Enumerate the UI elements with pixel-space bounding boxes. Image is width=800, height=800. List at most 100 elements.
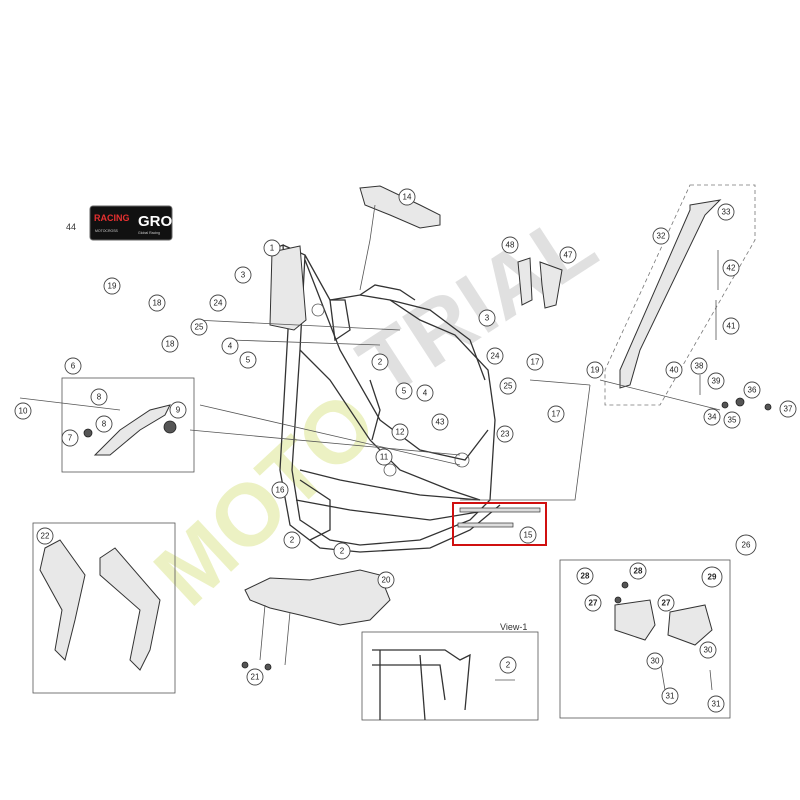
logo-callout-number: 44 xyxy=(66,222,76,232)
view-1-panel: View-1 xyxy=(361,622,539,721)
svg-text:5: 5 xyxy=(402,387,407,396)
callout-34: 34 xyxy=(703,408,721,426)
svg-text:35: 35 xyxy=(728,416,737,425)
callout-15: 15 xyxy=(519,526,537,544)
svg-text:19: 19 xyxy=(108,282,117,291)
callout-28: 28 xyxy=(576,567,594,585)
callout-48: 48 xyxy=(501,236,519,254)
highlight-box xyxy=(452,502,547,546)
callout-5: 5 xyxy=(239,351,257,369)
svg-text:17: 17 xyxy=(531,358,540,367)
svg-text:6: 6 xyxy=(71,362,76,371)
logo-gro-text: GRO xyxy=(138,213,173,230)
svg-text:40: 40 xyxy=(670,366,679,375)
callout-19-2: 19 xyxy=(586,361,604,379)
svg-text:18: 18 xyxy=(153,299,162,308)
svg-text:31: 31 xyxy=(666,692,675,701)
callout-7: 7 xyxy=(61,429,79,447)
lever-assembly-6 xyxy=(19,377,195,473)
callout-2-4: 2 xyxy=(499,656,517,674)
svg-text:7: 7 xyxy=(68,434,73,443)
svg-text:9: 9 xyxy=(176,406,181,415)
svg-text:2: 2 xyxy=(378,358,383,367)
svg-text:26: 26 xyxy=(742,541,751,550)
svg-text:27: 27 xyxy=(589,599,598,608)
svg-text:24: 24 xyxy=(491,352,500,361)
view-1-label: View-1 xyxy=(500,622,527,632)
callout-30-2: 30 xyxy=(699,641,717,659)
svg-text:29: 29 xyxy=(708,573,717,582)
svg-text:2: 2 xyxy=(506,661,511,670)
callout-31: 31 xyxy=(661,687,679,705)
callout-24: 24 xyxy=(209,294,227,312)
callout-16: 16 xyxy=(271,481,289,499)
svg-text:16: 16 xyxy=(276,486,285,495)
frame-guards xyxy=(32,522,176,694)
callout-31-2: 31 xyxy=(707,695,725,713)
callout-40: 40 xyxy=(665,361,683,379)
svg-text:21: 21 xyxy=(251,673,260,682)
svg-text:34: 34 xyxy=(708,413,717,422)
logo-sub-text-right: Global Racing xyxy=(138,231,160,235)
bracket-14 xyxy=(359,185,441,291)
callout-37: 37 xyxy=(779,400,797,418)
bolts xyxy=(189,319,721,528)
svg-text:37: 37 xyxy=(784,405,793,414)
callout-5-2: 5 xyxy=(395,382,413,400)
brand-logo: 44 RACING GRO MOTOCROSS Global Racing xyxy=(66,205,173,241)
callout-2-3: 2 xyxy=(333,542,351,560)
watermark: MOTO TRIAL xyxy=(135,192,612,624)
svg-text:17: 17 xyxy=(552,410,561,419)
watermark-trial: TRIAL xyxy=(341,192,612,416)
callout-8: 8 xyxy=(90,388,108,406)
svg-text:33: 33 xyxy=(722,208,731,217)
svg-text:4: 4 xyxy=(423,389,428,398)
svg-text:47: 47 xyxy=(564,251,573,260)
svg-text:2: 2 xyxy=(340,547,345,556)
svg-text:14: 14 xyxy=(403,193,412,202)
svg-text:19: 19 xyxy=(591,366,600,375)
callout-32: 32 xyxy=(652,227,670,245)
svg-text:4: 4 xyxy=(228,342,233,351)
callout-17: 17 xyxy=(526,353,544,371)
logo-racing-text: RACING xyxy=(94,213,130,223)
svg-text:8: 8 xyxy=(97,393,102,402)
callout-25-2: 25 xyxy=(499,377,517,395)
callout-9: 9 xyxy=(169,401,187,419)
callout-33: 33 xyxy=(717,203,735,221)
svg-text:41: 41 xyxy=(727,322,736,331)
callout-18-2: 18 xyxy=(161,335,179,353)
callout-43: 43 xyxy=(431,413,449,431)
svg-text:18: 18 xyxy=(166,340,175,349)
svg-text:25: 25 xyxy=(504,382,513,391)
callout-6: 6 xyxy=(64,357,82,375)
callout-14: 14 xyxy=(398,188,416,206)
svg-text:32: 32 xyxy=(657,232,666,241)
callout-11: 11 xyxy=(375,448,393,466)
svg-text:25: 25 xyxy=(195,323,204,332)
callout-10: 10 xyxy=(14,402,32,420)
callout-22: 22 xyxy=(36,527,54,545)
logo-sub-text: MOTOCROSS xyxy=(95,229,119,233)
callout-17-2: 17 xyxy=(547,405,565,423)
callout-labels: 1222233445567889101112141516171718181919… xyxy=(14,188,797,713)
svg-text:24: 24 xyxy=(214,299,223,308)
svg-text:1: 1 xyxy=(270,244,275,253)
callout-41: 41 xyxy=(722,317,740,335)
svg-text:10: 10 xyxy=(19,407,28,416)
side-stand xyxy=(604,184,772,411)
callout-2-2: 2 xyxy=(283,531,301,549)
callout-30: 30 xyxy=(646,652,664,670)
svg-text:3: 3 xyxy=(485,314,490,323)
svg-text:38: 38 xyxy=(695,362,704,371)
callout-18: 18 xyxy=(148,294,166,312)
callout-26: 26 xyxy=(735,534,757,556)
svg-text:30: 30 xyxy=(704,646,713,655)
callout-38: 38 xyxy=(690,357,708,375)
callout-8-2: 8 xyxy=(95,415,113,433)
callout-19: 19 xyxy=(103,277,121,295)
callout-47: 47 xyxy=(559,246,577,264)
svg-text:15: 15 xyxy=(524,531,533,540)
